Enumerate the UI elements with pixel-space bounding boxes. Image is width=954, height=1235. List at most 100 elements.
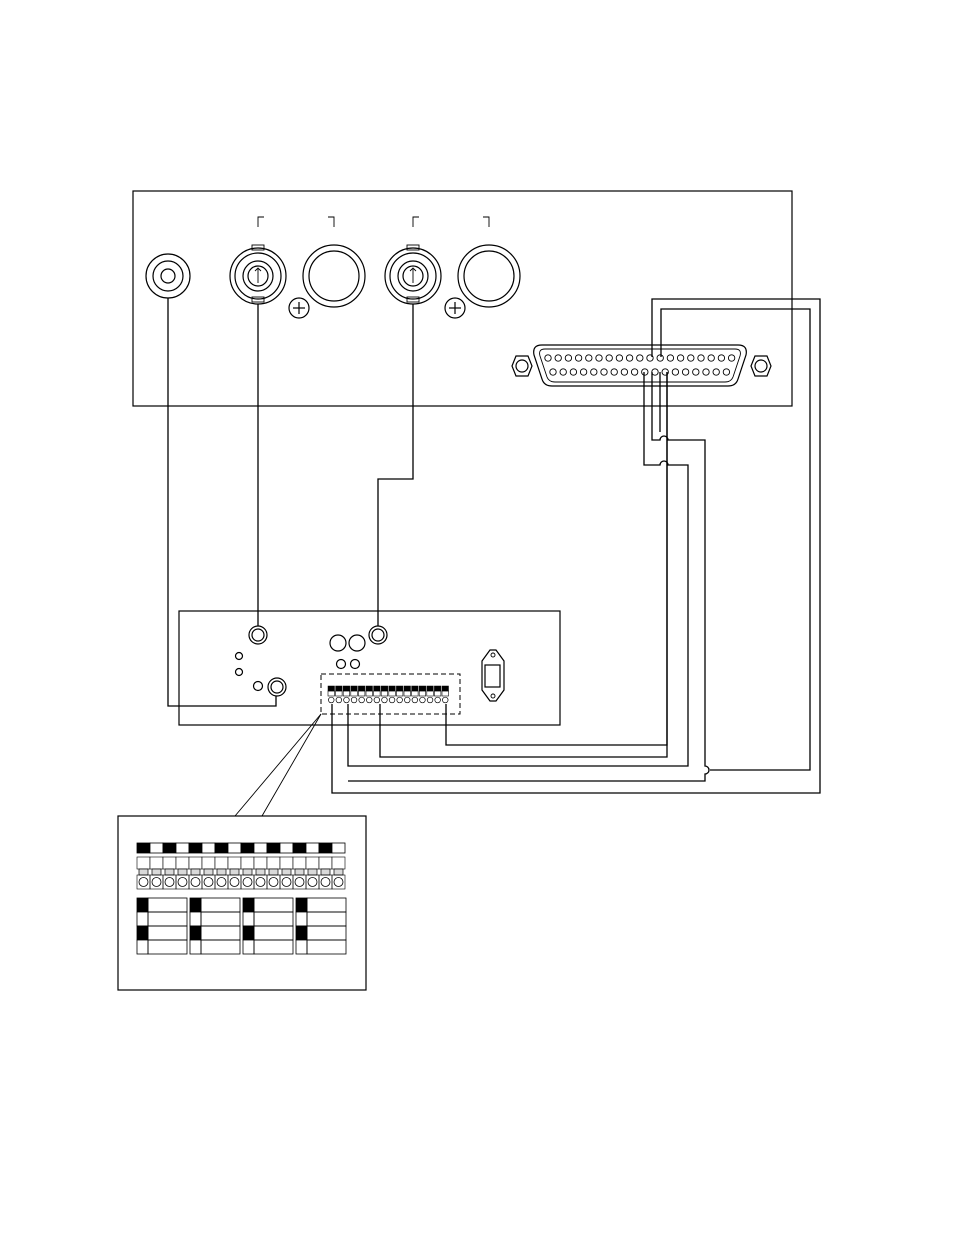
legend-swatch bbox=[296, 912, 307, 926]
terminal-screw bbox=[256, 878, 265, 887]
wire-bnc-2 bbox=[378, 304, 413, 626]
terminal-body bbox=[389, 691, 396, 696]
wire-db-d bbox=[446, 372, 667, 745]
db-pin bbox=[728, 355, 734, 361]
terminal-cap bbox=[366, 686, 373, 691]
knob-icon bbox=[349, 635, 365, 651]
legend-cell bbox=[148, 940, 187, 954]
legend-cell bbox=[307, 898, 346, 912]
terminal-cap bbox=[419, 686, 426, 691]
db-pin bbox=[570, 369, 576, 375]
db-pin bbox=[591, 369, 597, 375]
terminal-screw bbox=[321, 878, 330, 887]
terminal-clamp bbox=[191, 869, 200, 875]
terminal-body bbox=[293, 857, 306, 869]
legend-swatch bbox=[243, 940, 254, 954]
terminal-cap bbox=[343, 686, 350, 691]
db-pin bbox=[682, 369, 688, 375]
round-port-icon bbox=[458, 245, 520, 307]
bnc-connector-icon bbox=[385, 245, 441, 304]
terminal-body bbox=[351, 691, 358, 696]
jack-icon bbox=[369, 626, 387, 644]
terminal-clamp bbox=[321, 869, 330, 875]
legend-swatch bbox=[137, 940, 148, 954]
terminal-screw bbox=[152, 878, 161, 887]
led-icon bbox=[236, 669, 243, 676]
terminal-screw bbox=[344, 697, 350, 703]
terminal-screw bbox=[442, 697, 448, 703]
terminal-screw bbox=[382, 697, 388, 703]
coax-connector-icon bbox=[146, 254, 190, 298]
terminal-screw bbox=[366, 697, 372, 703]
legend-cell bbox=[201, 940, 240, 954]
terminal-body bbox=[336, 691, 343, 696]
terminal-clamp bbox=[282, 869, 291, 875]
db-pin bbox=[718, 355, 724, 361]
terminal-screw bbox=[230, 878, 239, 887]
terminal-clamp bbox=[165, 869, 174, 875]
led-icon bbox=[351, 660, 360, 669]
terminal-block bbox=[328, 686, 449, 703]
legend-cell bbox=[254, 912, 293, 926]
terminal-screw bbox=[334, 878, 343, 887]
wire-db-inner bbox=[661, 309, 810, 770]
terminal-number-cell bbox=[241, 843, 254, 853]
db-pin bbox=[677, 355, 683, 361]
terminal-clamp bbox=[308, 869, 317, 875]
terminal-number-cell bbox=[254, 843, 267, 853]
db-pin bbox=[596, 355, 602, 361]
legend-swatch bbox=[137, 898, 148, 912]
terminal-cap bbox=[396, 686, 403, 691]
legend-cell bbox=[307, 940, 346, 954]
db-pin bbox=[550, 369, 556, 375]
terminal-body bbox=[412, 691, 419, 696]
terminal-body bbox=[215, 857, 228, 869]
terminal-body bbox=[366, 691, 373, 696]
db-pin bbox=[575, 355, 581, 361]
db-pin bbox=[601, 369, 607, 375]
terminal-screw bbox=[282, 878, 291, 887]
db-pin bbox=[723, 369, 729, 375]
terminal-body bbox=[254, 857, 267, 869]
detail-inset bbox=[118, 816, 366, 990]
terminal-legend bbox=[137, 898, 346, 954]
terminal-clamp bbox=[230, 869, 239, 875]
legend-swatch bbox=[243, 912, 254, 926]
db-pin bbox=[560, 369, 566, 375]
terminal-body bbox=[427, 691, 434, 696]
legend-cell bbox=[148, 912, 187, 926]
terminal-cap bbox=[404, 686, 411, 691]
terminal-body bbox=[319, 857, 332, 869]
connector-group-bracket-2 bbox=[413, 217, 489, 227]
terminal-clamp bbox=[204, 869, 213, 875]
controller-box bbox=[179, 611, 560, 725]
terminal-cap bbox=[389, 686, 396, 691]
legend-cell bbox=[307, 912, 346, 926]
terminal-body bbox=[434, 691, 441, 696]
db-pin bbox=[672, 369, 678, 375]
terminal-body bbox=[332, 857, 345, 869]
jack-icon bbox=[268, 678, 286, 696]
terminal-clamp bbox=[217, 869, 226, 875]
legend-cell bbox=[254, 926, 293, 940]
db-pin bbox=[698, 355, 704, 361]
detail-inset-outline bbox=[118, 816, 366, 990]
terminal-clamp bbox=[334, 869, 343, 875]
db-pin bbox=[642, 369, 648, 375]
controller-outline bbox=[179, 611, 560, 725]
db-pin bbox=[616, 355, 622, 361]
terminal-screw bbox=[139, 878, 148, 887]
terminal-screw bbox=[351, 697, 357, 703]
db-pins-top bbox=[545, 355, 735, 361]
terminal-body bbox=[404, 691, 411, 696]
terminal-screw bbox=[165, 878, 174, 887]
power-inlet-icon bbox=[482, 650, 504, 701]
terminal-number-cell bbox=[189, 843, 202, 853]
legend-swatch bbox=[243, 898, 254, 912]
terminal-body bbox=[396, 691, 403, 696]
wire-db-c bbox=[380, 372, 667, 757]
legend-swatch bbox=[190, 940, 201, 954]
legend-swatch bbox=[243, 926, 254, 940]
terminal-number-cell bbox=[280, 843, 293, 853]
